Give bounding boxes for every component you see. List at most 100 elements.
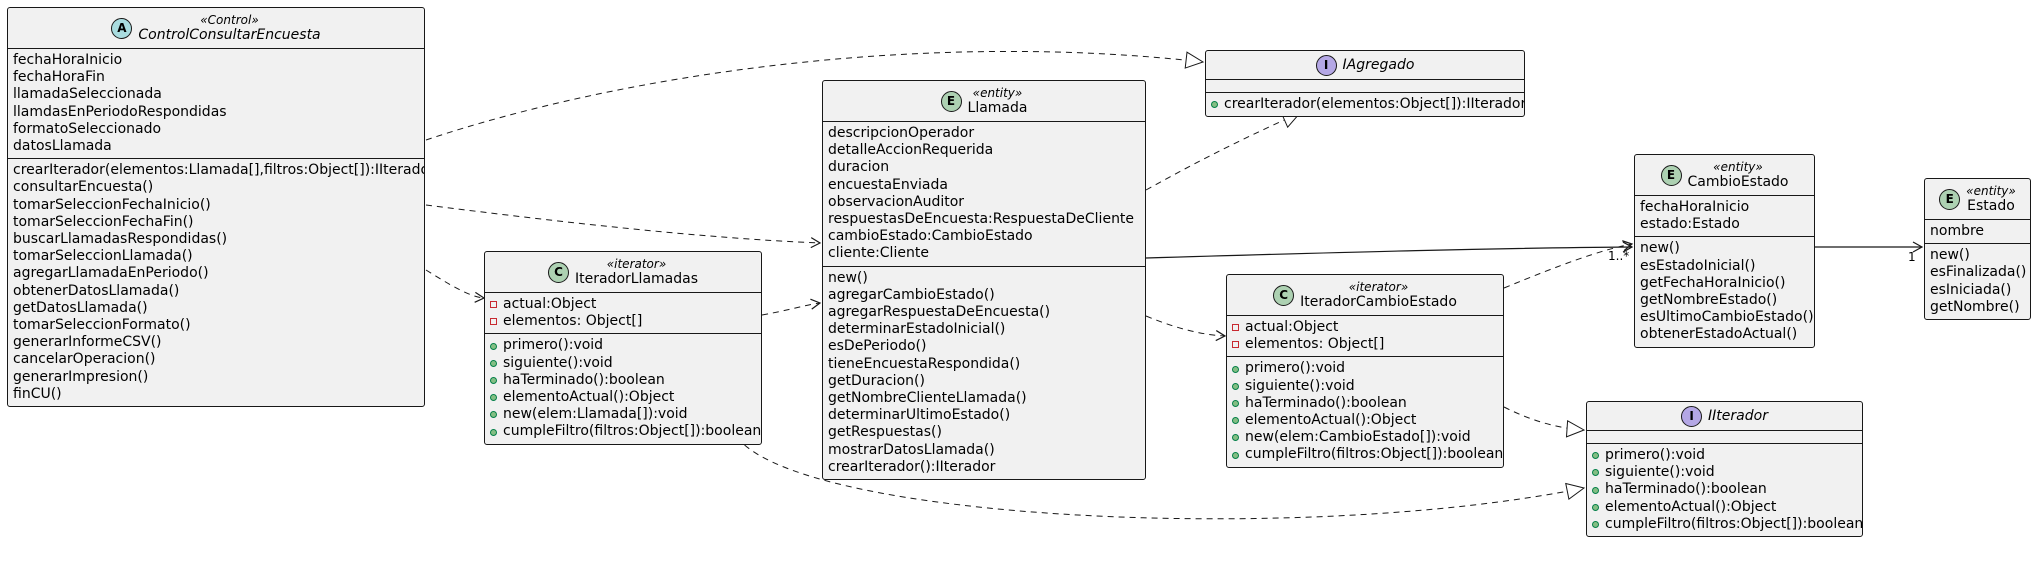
member-text: encuestaEnviada xyxy=(828,176,948,193)
attribute-row: observacionAuditor xyxy=(828,194,1140,211)
public-visibility-icon xyxy=(1232,399,1239,407)
entity-icon: E xyxy=(1939,189,1961,210)
method-row: new(elem:Llamada[]):void xyxy=(490,406,756,423)
private-visibility-icon xyxy=(1232,341,1239,349)
method-row: cancelarOperacion() xyxy=(13,351,419,368)
attribute-row: actual:Object xyxy=(1232,319,1498,336)
public-visibility-icon xyxy=(1592,520,1599,528)
method-row: agregarCambioEstado() xyxy=(828,287,1140,304)
method-row: elementoActual():Object xyxy=(490,389,756,406)
member-text: determinarEstadoInicial() xyxy=(828,321,1006,338)
attribute-row: fechaHoraInicio xyxy=(1640,199,1809,216)
attribute-row: llamdasEnPeriodoRespondidas xyxy=(13,104,419,121)
member-text: elementos: Object[] xyxy=(1245,336,1385,353)
method-row: getDatosLlamada() xyxy=(13,300,419,317)
methods-section: crearIterador(elementos:Object[]):IItera… xyxy=(1206,92,1524,116)
member-text: siguiente():void xyxy=(503,354,613,371)
class-control-consultar-encuesta[interactable]: A «Control» ControlConsultarEncuesta fec… xyxy=(7,7,425,408)
method-row: esDePeriodo() xyxy=(828,338,1140,355)
class-iterador-cambio-estado[interactable]: C «iterator» IteradorCambioEstado actual… xyxy=(1226,274,1504,468)
llamada-association-cambioestado xyxy=(1145,241,1634,259)
stereotype: «entity» xyxy=(1966,184,2016,198)
method-row: siguiente():void xyxy=(490,355,756,372)
member-text: getNombreEstado() xyxy=(1640,292,1778,309)
member-text: new(elem:CambioEstado[]):void xyxy=(1245,429,1471,446)
method-row: elementoActual():Object xyxy=(1592,499,1857,516)
attribute-row: cliente:Cliente xyxy=(828,245,1140,262)
method-row: esFinalizada() xyxy=(1930,264,2027,281)
member-text: haTerminado():boolean xyxy=(503,371,665,388)
member-text: esFinalizada() xyxy=(1930,264,2027,281)
public-visibility-icon xyxy=(1232,451,1239,459)
private-visibility-icon xyxy=(490,318,497,326)
method-row: new() xyxy=(1930,247,2025,264)
method-row: generarImpresion() xyxy=(13,369,419,386)
method-row: siguiente():void xyxy=(1592,464,1857,481)
member-text: tomarSeleccionFechaInicio() xyxy=(13,196,211,213)
attribute-row: llamadaSeleccionada xyxy=(13,86,419,103)
member-text: elementos: Object[] xyxy=(503,313,643,330)
member-text: crearIterador(elementos:Object[]):IItera… xyxy=(1224,96,1525,112)
interface-iagregado[interactable]: I IAgregado crearIterador(elementos:Obje… xyxy=(1205,50,1525,118)
method-row: tomarSeleccionLlamada() xyxy=(13,248,419,265)
method-row: cumpleFiltro(filtros:Object[]):boolean xyxy=(1592,516,1862,533)
member-text: observacionAuditor xyxy=(828,193,965,210)
member-text: nombre xyxy=(1930,223,1985,239)
class-estado[interactable]: E «entity» Estado nombre new()esFinaliza… xyxy=(1924,178,2031,321)
private-visibility-icon xyxy=(490,301,497,309)
stereotype: «iterator» xyxy=(606,257,667,271)
iteradorllamadas-realizes-iiterador xyxy=(736,436,1586,520)
member-text: cambioEstado:CambioEstado xyxy=(828,228,1033,245)
public-visibility-icon xyxy=(490,428,497,436)
attribute-row: respuestasDeEncuesta:RespuestaDeCliente xyxy=(828,211,1140,228)
method-row: tomarSeleccionFormato() xyxy=(13,317,419,334)
attribute-row: elementos: Object[] xyxy=(1232,336,1498,353)
method-row: crearIterador(elementos:Llamada[],filtro… xyxy=(13,162,424,179)
member-text: llamadaSeleccionada xyxy=(13,86,162,103)
class-header: E «entity» Llamada xyxy=(823,81,1145,121)
method-row: agregarLlamadaEnPeriodo() xyxy=(13,265,419,282)
public-visibility-icon xyxy=(1232,365,1239,373)
attribute-row: nombre xyxy=(1930,223,2025,240)
stereotype: «entity» xyxy=(972,86,1023,100)
public-visibility-icon xyxy=(1592,486,1599,494)
member-text: llamdasEnPeriodoRespondidas xyxy=(13,103,227,120)
method-row: haTerminado():boolean xyxy=(490,372,756,389)
member-text: cancelarOperacion() xyxy=(13,351,156,368)
member-text: esDePeriodo() xyxy=(828,338,927,355)
method-row: finCU() xyxy=(13,386,419,403)
attribute-row: elementos: Object[] xyxy=(490,313,756,330)
public-visibility-icon xyxy=(1211,101,1218,109)
member-text: getDatosLlamada() xyxy=(13,299,148,316)
iteradorcambioestado-realizes-iiterador xyxy=(1503,406,1586,438)
member-text: duracion xyxy=(828,159,890,176)
method-row: tieneEncuestaRespondida() xyxy=(828,356,1140,373)
method-row: cumpleFiltro(filtros:Object[]):boolean xyxy=(490,423,761,440)
member-text: actual:Object xyxy=(1245,319,1339,335)
class-header: E «entity» CambioEstado xyxy=(1635,155,1814,195)
member-text: agregarCambioEstado() xyxy=(828,286,995,303)
method-row: primero():void xyxy=(1232,360,1498,377)
member-text: crearIterador(elementos:Llamada[],filtro… xyxy=(13,162,425,179)
private-visibility-icon xyxy=(1232,324,1239,332)
method-row: generarInformeCSV() xyxy=(13,334,419,351)
method-row: consultarEncuesta() xyxy=(13,179,419,196)
class-name: IteradorLlamadas xyxy=(574,271,699,287)
method-row: getNombre() xyxy=(1930,299,2025,316)
attribute-row: datosLlamada xyxy=(13,138,419,155)
class-iterador-llamadas[interactable]: C «iterator» IteradorLlamadas actual:Obj… xyxy=(484,251,762,445)
member-text: agregarLlamadaEnPeriodo() xyxy=(13,265,209,282)
member-text: new() xyxy=(828,269,868,286)
methods-section: new()agregarCambioEstado()agregarRespues… xyxy=(823,265,1145,479)
member-text: determinarUltimoEstado() xyxy=(828,407,1011,424)
class-name: IteradorCambioEstado xyxy=(1300,294,1457,310)
attribute-row: fechaHoraFin xyxy=(13,69,419,86)
member-text: siguiente():void xyxy=(1245,377,1355,394)
